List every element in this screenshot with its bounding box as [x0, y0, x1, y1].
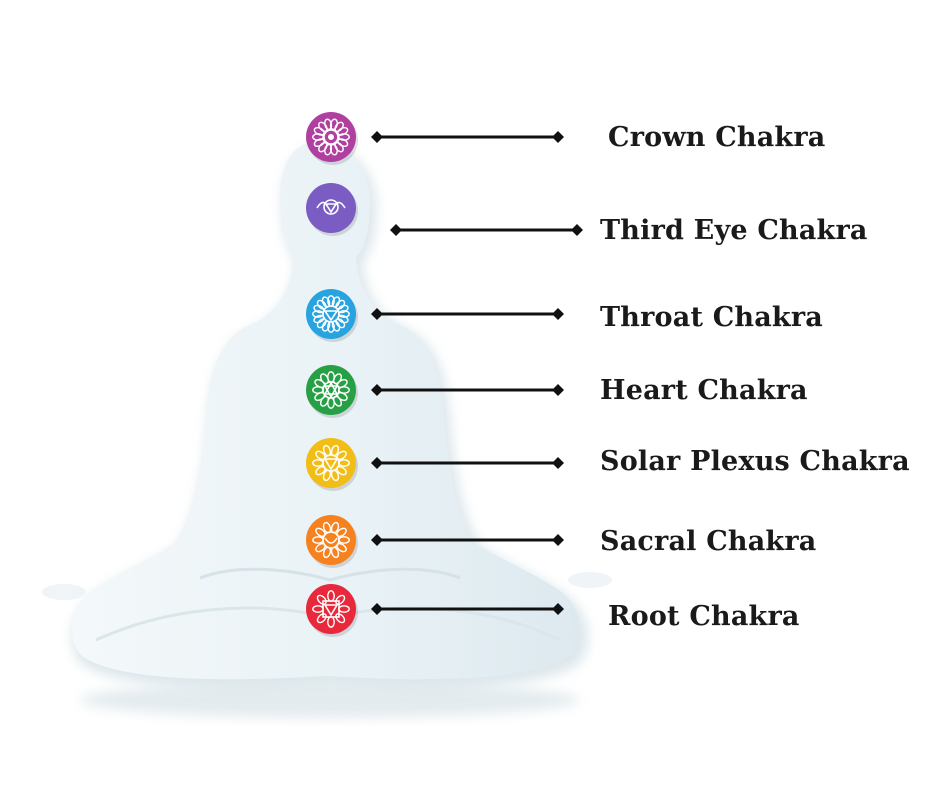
heart-chakra-icon: [306, 365, 358, 418]
ground-shadow: [80, 682, 580, 718]
connector-6: [371, 534, 564, 546]
chakra-label-7: Root Chakra: [608, 601, 800, 632]
connector-start-diamond: [371, 457, 383, 469]
sacral-chakra-icon: [306, 515, 358, 568]
connector-4: [371, 384, 564, 396]
connector-3: [371, 308, 564, 320]
connector-end-diamond: [571, 224, 583, 236]
connector-5: [371, 457, 564, 469]
connector-start-diamond: [371, 384, 383, 396]
third-eye-chakra-icon: [306, 183, 358, 236]
chakra-label-3: Throat Chakra: [600, 302, 823, 333]
solar-plexus-chakra-icon: [306, 438, 358, 491]
throat-chakra-icon: [306, 289, 358, 342]
connector-start-diamond: [371, 131, 383, 143]
connector-end-diamond: [552, 534, 564, 546]
chakra-label-6: Sacral Chakra: [600, 526, 817, 557]
connector-1: [371, 131, 564, 143]
connector-end-diamond: [552, 131, 564, 143]
connector-end-diamond: [552, 308, 564, 320]
chakra-label-2: Third Eye Chakra: [600, 215, 868, 246]
connector-7: [371, 603, 564, 615]
connector-start-diamond: [371, 308, 383, 320]
connector-end-diamond: [552, 603, 564, 615]
connector-start-diamond: [390, 224, 402, 236]
lotus-petals: [312, 590, 350, 628]
root-chakra-icon: [306, 584, 358, 637]
connector-lines: [371, 131, 583, 615]
right-hand: [568, 572, 612, 588]
chakra-label-5: Solar Plexus Chakra: [600, 446, 910, 477]
connector-start-diamond: [371, 603, 383, 615]
lotus-petals: [312, 295, 350, 333]
connector-start-diamond: [371, 534, 383, 546]
chakra-label-1: Crown Chakra: [608, 122, 826, 153]
chakra-icons: [306, 112, 358, 637]
chakra-label-4: Heart Chakra: [600, 375, 808, 406]
left-hand: [42, 584, 86, 600]
crown-chakra-icon: [306, 112, 358, 165]
figure-hands: [199, 567, 461, 582]
connector-2: [390, 224, 583, 236]
connector-end-diamond: [552, 384, 564, 396]
connector-end-diamond: [552, 457, 564, 469]
